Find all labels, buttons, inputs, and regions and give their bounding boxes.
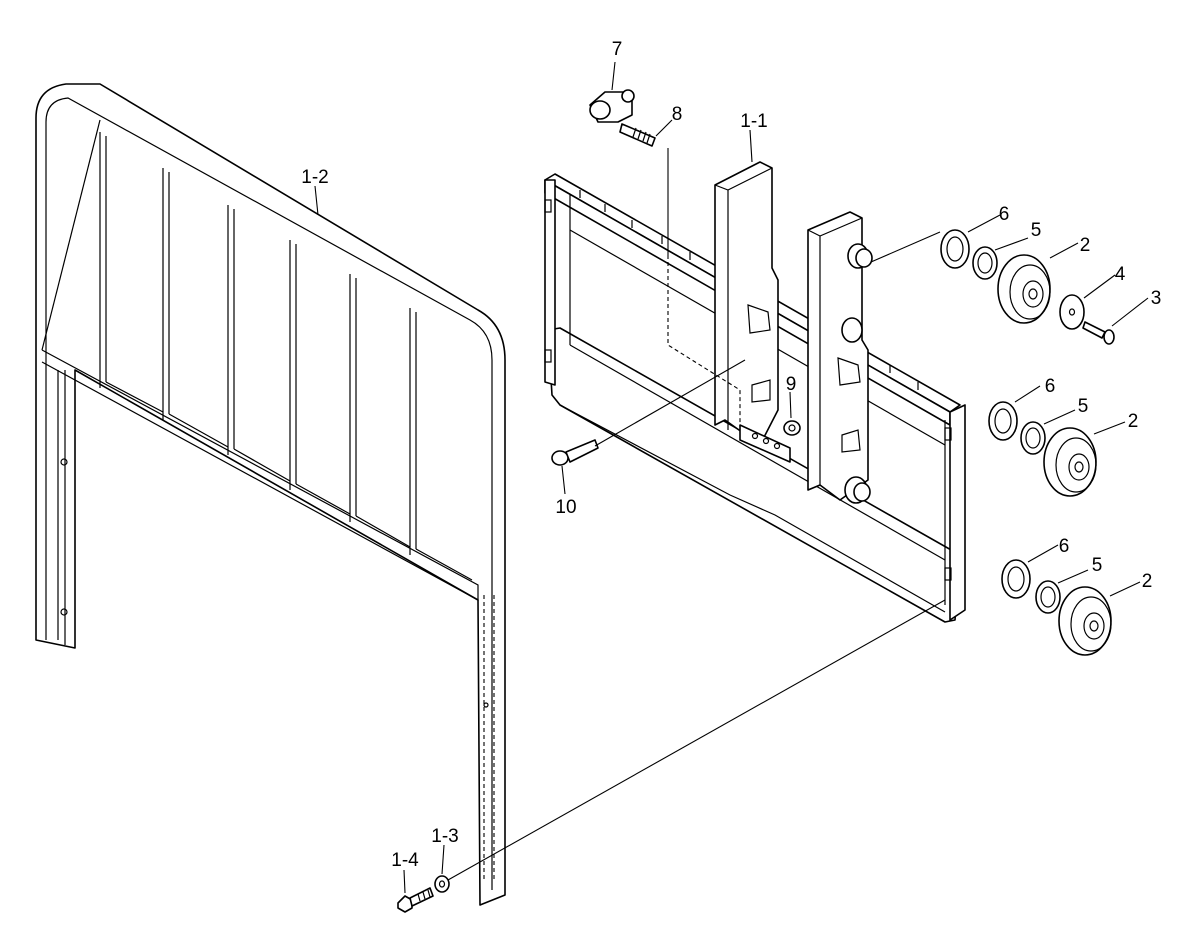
roller-middle bbox=[1043, 427, 1097, 497]
flat-head-screw bbox=[1082, 321, 1115, 345]
callout-6-middle: 6 bbox=[1045, 376, 1056, 397]
spacer-bottom bbox=[1035, 580, 1061, 614]
cylinder-fitting bbox=[589, 89, 635, 123]
nut bbox=[783, 420, 801, 436]
spacer-top bbox=[972, 246, 998, 280]
callout-2-middle: 2 bbox=[1128, 411, 1139, 432]
spacer-middle bbox=[1020, 421, 1046, 455]
callout-6-bottom: 6 bbox=[1059, 536, 1070, 557]
hex-bolt bbox=[397, 887, 434, 913]
load-backrest bbox=[35, 83, 506, 906]
washer-small bbox=[434, 875, 450, 893]
roller-bottom bbox=[1058, 586, 1112, 656]
callout-labels: 7 8 1-1 1-2 6 5 2 4 3 6 5 2 9 10 6 5 2 1… bbox=[301, 39, 1161, 871]
callout-10: 10 bbox=[555, 497, 576, 518]
callout-3: 3 bbox=[1151, 288, 1162, 309]
callout-2-top: 2 bbox=[1080, 235, 1091, 256]
callout-8: 8 bbox=[672, 104, 683, 125]
carriage-frame bbox=[544, 161, 966, 623]
callout-1-1: 1-1 bbox=[740, 111, 767, 132]
shim-middle bbox=[988, 401, 1018, 441]
callout-2-bottom: 2 bbox=[1142, 571, 1153, 592]
callout-5-top: 5 bbox=[1031, 220, 1042, 241]
roller-top bbox=[997, 254, 1051, 324]
callout-4: 4 bbox=[1115, 264, 1126, 285]
callout-9: 9 bbox=[786, 374, 797, 395]
washer-large bbox=[1059, 294, 1085, 330]
backrest-bars bbox=[99, 132, 473, 581]
leader-lines bbox=[314, 61, 1149, 894]
callout-5-middle: 5 bbox=[1078, 396, 1089, 417]
callout-7: 7 bbox=[612, 39, 623, 60]
callout-5-bottom: 5 bbox=[1092, 555, 1103, 576]
socket-bolt bbox=[551, 439, 599, 466]
callout-1-2: 1-2 bbox=[301, 167, 328, 188]
callout-1-4: 1-4 bbox=[391, 850, 419, 871]
shim-top bbox=[940, 229, 970, 269]
shim-bottom bbox=[1001, 559, 1031, 599]
callout-1-3: 1-3 bbox=[431, 826, 458, 847]
pin-spring bbox=[619, 123, 656, 147]
callout-6-top: 6 bbox=[999, 204, 1010, 225]
